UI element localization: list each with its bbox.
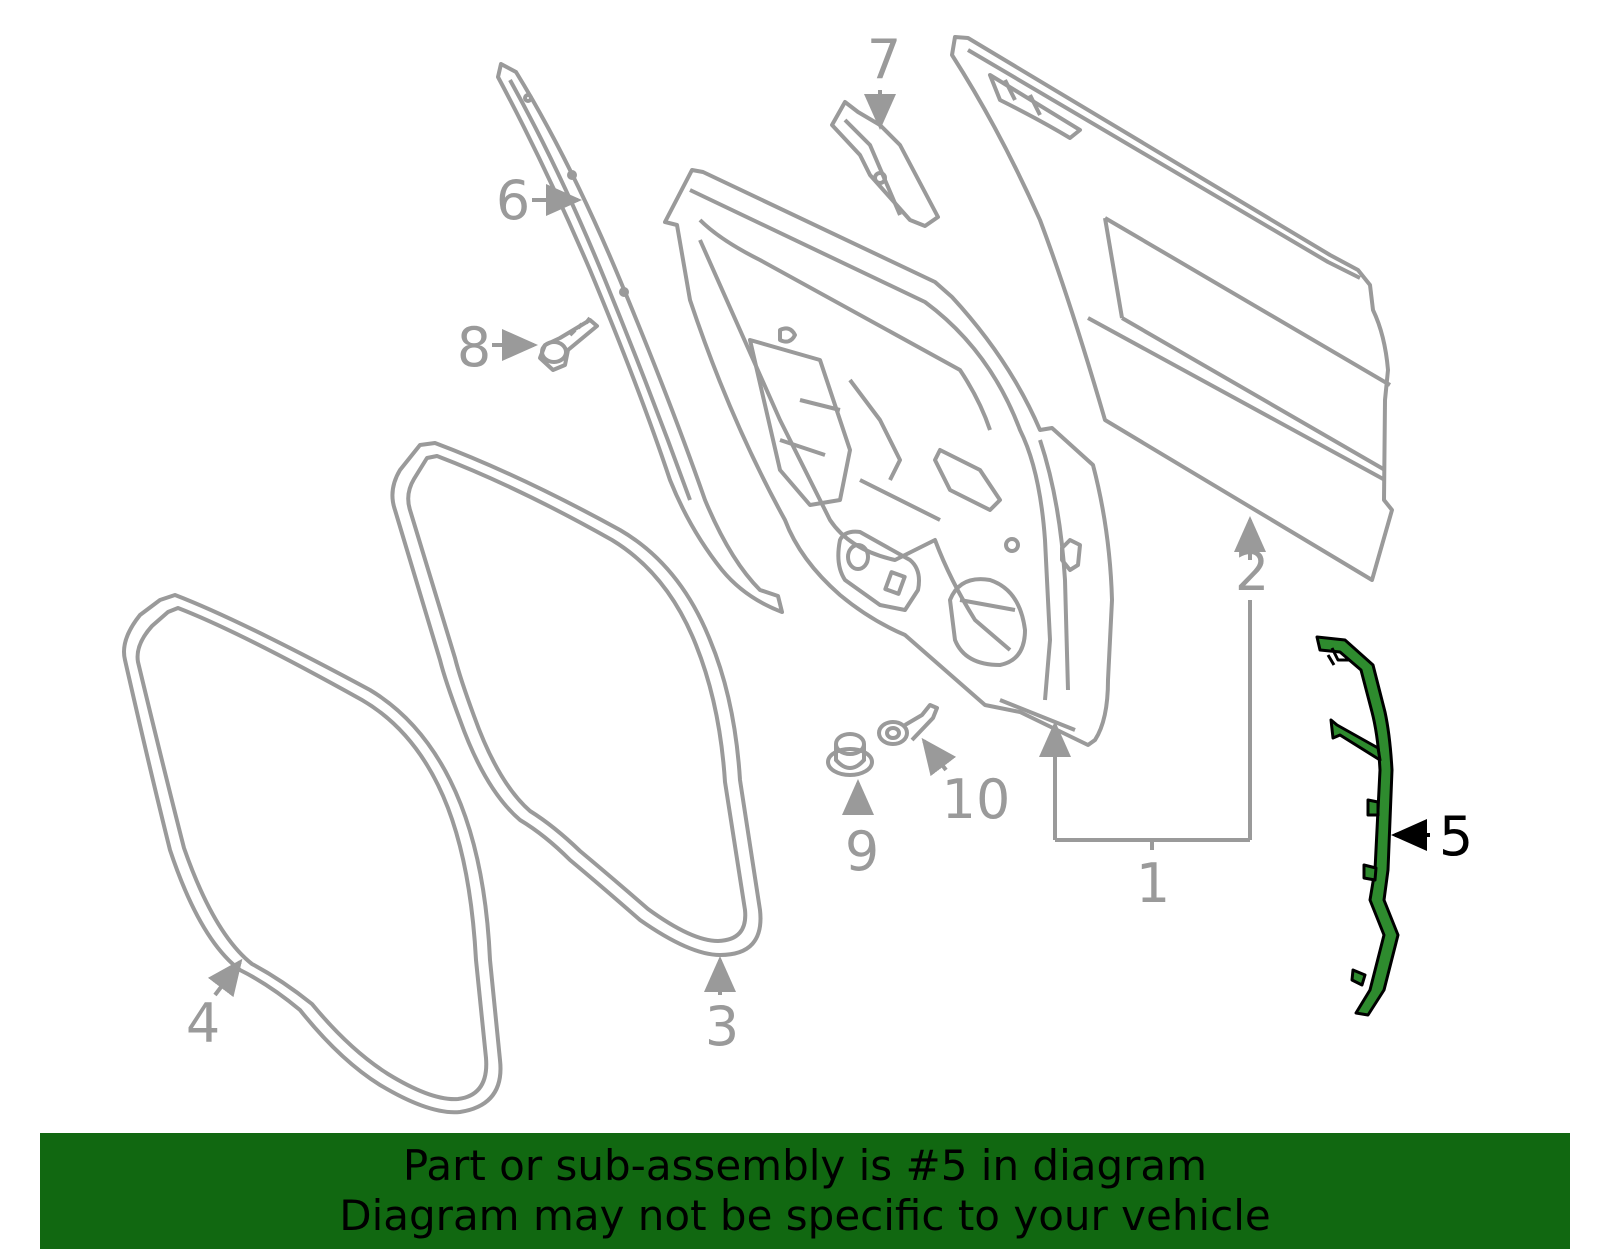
callout-4: 4: [186, 992, 220, 1055]
callout-3: 3: [705, 995, 739, 1058]
info-banner: Part or sub-assembly is #5 in diagram Di…: [40, 1133, 1570, 1249]
callout-7: 7: [867, 28, 901, 91]
banner-line-1: Part or sub-assembly is #5 in diagram: [402, 1141, 1208, 1190]
callout-6: 6: [496, 169, 530, 232]
channel-part-6: [496, 62, 784, 614]
callout-9: 9: [845, 820, 879, 883]
callout-1: 1: [1136, 852, 1170, 915]
callout-5: 5: [1439, 805, 1473, 868]
callout-2: 2: [1235, 540, 1269, 603]
callout-10: 10: [942, 768, 1011, 831]
banner-line-2: Diagram may not be specific to your vehi…: [339, 1191, 1271, 1240]
inner-door-panel-part-1: [663, 168, 1114, 747]
bolt-part-8: [538, 316, 599, 372]
bracket-part-7: [830, 100, 940, 228]
callout-8: 8: [457, 316, 491, 379]
plug-part-9: [826, 732, 874, 777]
seal-part-5-highlighted: [1315, 635, 1400, 1017]
outer-door-skin-part-2: [950, 35, 1394, 582]
clip-part-10: [877, 703, 939, 746]
seal-part-3: [390, 441, 763, 957]
seal-part-4: [122, 593, 503, 1115]
leader-lines: [207, 90, 1266, 998]
